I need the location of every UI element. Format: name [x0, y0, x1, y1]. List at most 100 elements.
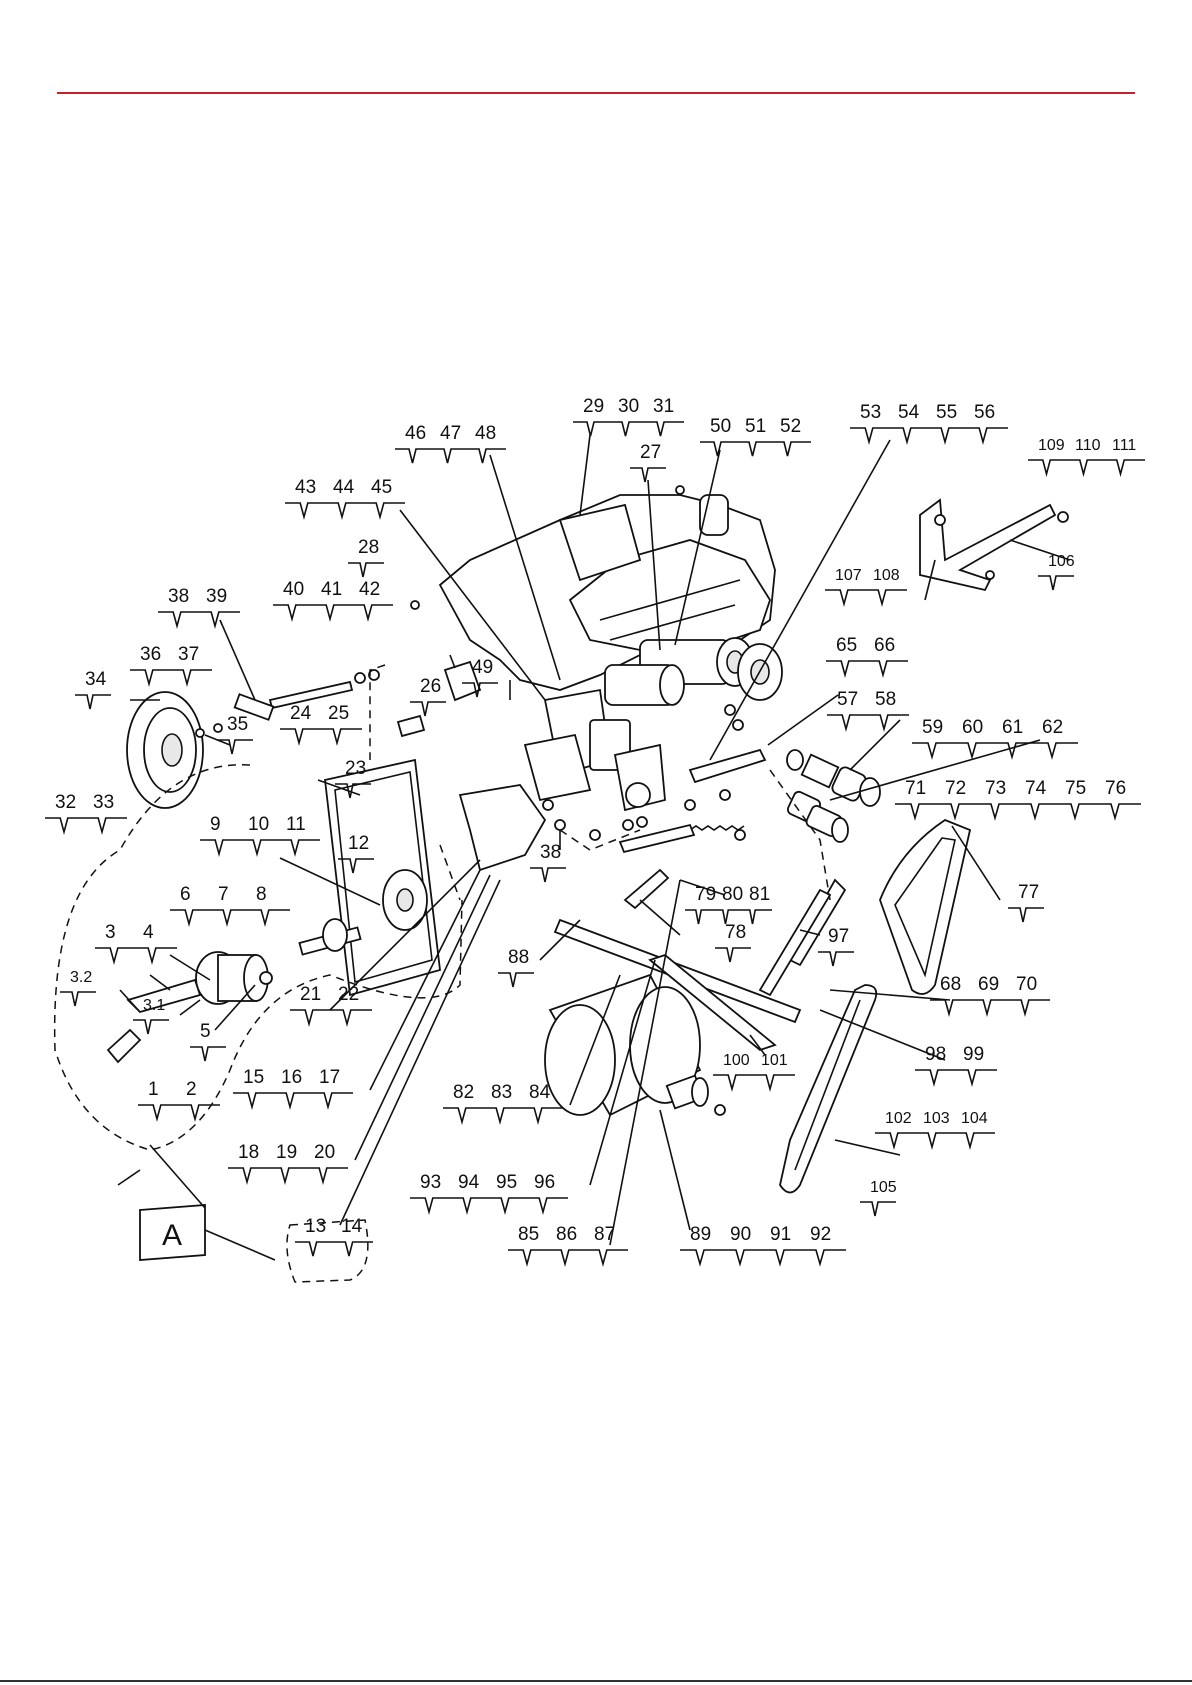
callout-number: 14: [341, 1216, 363, 1237]
callout-c40: 98 99: [915, 1044, 997, 1088]
callout-number: 42: [359, 579, 380, 600]
callout-number: 68: [940, 974, 961, 995]
callout-underline: [827, 714, 909, 733]
callout-number: 18: [238, 1142, 259, 1163]
callout-number: 93: [420, 1172, 441, 1193]
callout-underline: [826, 660, 908, 679]
callout-number: 105: [870, 1179, 897, 1196]
link-plate: [688, 748, 767, 784]
callout-number: 99: [963, 1044, 984, 1065]
callout-number: 75: [1065, 778, 1086, 799]
callout-number: 92: [810, 1224, 831, 1245]
callout-number: 29: [583, 396, 604, 417]
coupling-assembly: [786, 749, 881, 843]
callout-underline: [700, 441, 811, 457]
callout-c35: 3.2: [60, 969, 96, 1007]
callout-underline: [410, 1197, 568, 1216]
callout-number: 100: [723, 1052, 750, 1069]
callout-number: 71: [905, 778, 926, 799]
callout-number: 83: [491, 1082, 512, 1103]
callout-number: 33: [93, 792, 114, 813]
callout-underline: [930, 999, 1050, 1018]
callout-underline: [395, 448, 506, 464]
callout-c20: 35: [217, 714, 253, 755]
callout-number: 47: [440, 423, 461, 444]
callout-c28: 77: [1008, 882, 1044, 923]
callout-number: 87: [594, 1224, 615, 1245]
callout-number: 15: [243, 1067, 264, 1088]
callout-underline: [818, 951, 854, 967]
callout-number: 74: [1025, 778, 1047, 799]
callout-underline: [280, 728, 362, 747]
callout-underline: [45, 817, 127, 836]
callout-number: 96: [534, 1172, 555, 1193]
callout-number: 38: [540, 842, 561, 863]
callout-number: 37: [178, 644, 199, 665]
callout-number: 61: [1002, 717, 1023, 738]
callout-number: 49: [472, 657, 493, 678]
callout-underline: [630, 467, 666, 483]
callout-number: 27: [640, 442, 661, 463]
callout-c32: 97: [818, 926, 854, 967]
callout-underline: [573, 421, 684, 437]
callout-underline: [508, 1249, 628, 1268]
v-belt-77: [879, 818, 972, 995]
callout-underline: [228, 1167, 348, 1186]
callout-underline: [273, 604, 393, 623]
callout-underline: [1028, 459, 1145, 478]
callout-number: 79: [695, 884, 716, 905]
callout-underline: [95, 947, 177, 966]
callout-number: 30: [618, 396, 639, 417]
callout-c16: 49: [462, 657, 498, 698]
callout-c14: 34: [75, 669, 111, 710]
callout-number: 51: [745, 416, 766, 437]
callout-number: 106: [1048, 553, 1075, 570]
callout-underline: [285, 502, 405, 521]
fasteners: [195, 485, 1069, 1116]
callout-underline: [915, 1069, 997, 1088]
callout-number: 2: [186, 1079, 197, 1100]
callout-c38: 3.1: [133, 997, 169, 1035]
bracket-106: [919, 498, 1057, 592]
callout-underline: [410, 701, 446, 717]
callout-underline: [715, 947, 751, 963]
callout-number: 17: [319, 1067, 340, 1088]
callout-number: 98: [925, 1044, 946, 1065]
callout-number: 35: [227, 714, 248, 735]
footer-rule: [0, 1680, 1192, 1682]
callout-underline: [75, 694, 111, 710]
callout-number: 111: [1112, 437, 1136, 454]
callout-number: 107: [835, 567, 862, 584]
callout-underline: [170, 909, 290, 928]
callout-number: 20: [314, 1142, 335, 1163]
callout-underline: [498, 972, 534, 988]
callout-underline: [158, 611, 240, 630]
callout-number: 89: [690, 1224, 711, 1245]
callout-c47: 105: [860, 1179, 897, 1217]
callout-number: 10: [248, 814, 269, 835]
callout-c31: 78: [715, 922, 751, 963]
callout-number: 62: [1042, 717, 1063, 738]
callout-number: 28: [358, 537, 379, 558]
callout-number: 60: [962, 717, 983, 738]
callout-number: 65: [836, 635, 857, 656]
callout-number: 69: [978, 974, 999, 995]
callout-c15: 26: [410, 676, 446, 717]
callout-underline: [713, 1074, 795, 1093]
callout-number: 52: [780, 416, 801, 437]
callout-number: 39: [206, 586, 227, 607]
cover-plate: [558, 503, 642, 582]
callout-number: 56: [974, 402, 995, 423]
